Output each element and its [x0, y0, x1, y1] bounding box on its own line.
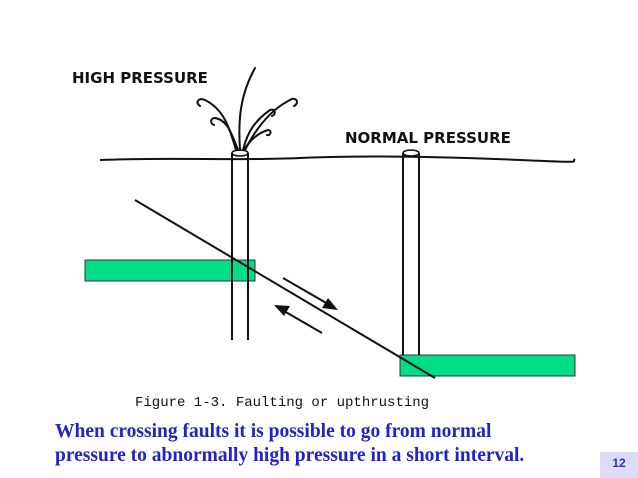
fault-line: [134, 199, 436, 379]
gusher-icon: [196, 67, 298, 151]
normal-pressure-label: NORMAL PRESSURE: [345, 129, 511, 147]
downthrow-arrow: [282, 277, 338, 310]
slide-number: 12: [600, 452, 638, 478]
high-pressure-well: [231, 149, 249, 340]
caption-line-1: When crossing faults it is possible to g…: [55, 421, 492, 442]
upthrow-arrow: [274, 305, 323, 334]
ground-surface-line: [99, 155, 576, 163]
high-pressure-label: HIGH PRESSURE: [72, 69, 208, 87]
formation-downthrown: [399, 354, 576, 377]
formation-upthrown: [84, 259, 256, 282]
normal-pressure-well: [402, 149, 420, 355]
figure-caption: Figure 1-3. Faulting or upthrusting: [135, 395, 429, 411]
caption-line-2: pressure to abnormally high pressure in …: [55, 445, 525, 466]
slide-caption: When crossing faults it is possible to g…: [55, 420, 595, 468]
